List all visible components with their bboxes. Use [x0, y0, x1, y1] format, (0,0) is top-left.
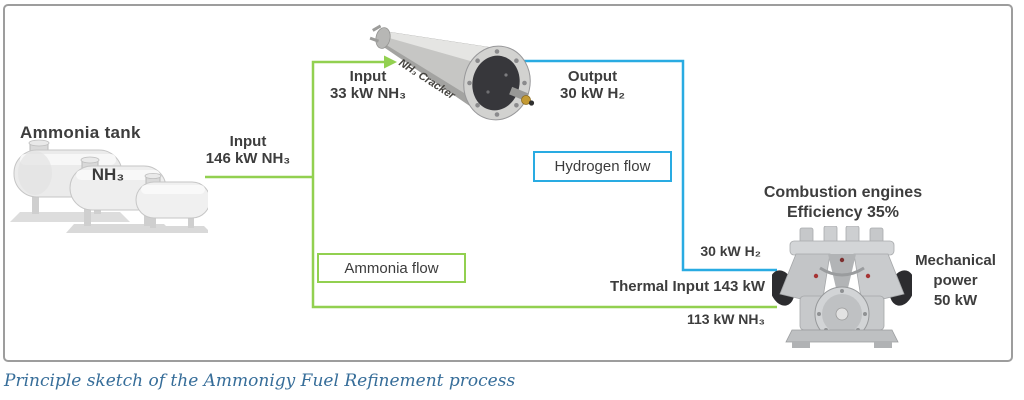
cracker-input-label-line1: Input — [349, 68, 387, 85]
ammonia-arrowhead-icon — [384, 55, 397, 69]
cracker-input-label: Input 33 kW NH₃ — [314, 68, 422, 102]
cracker-output-label: Output 30 kW H₂ — [540, 68, 645, 102]
hydrogen-flow-legend: Hydrogen flow — [533, 151, 672, 182]
engine-title: Combustion engines Efficiency 35% — [743, 183, 943, 223]
nh3-to-engine-label: 113 kW NH₃ — [686, 311, 765, 327]
tank-output-label-line1: Input — [229, 133, 267, 150]
mechanical-power-line3: 50 kW — [933, 292, 978, 309]
mechanical-power-line2: power — [933, 272, 978, 289]
cracker-output-label-line1: Output — [567, 68, 618, 85]
cracker-output-label-line2: 30 kW H₂ — [559, 85, 626, 102]
ammonia-tank-title: Ammonia tank — [20, 123, 141, 142]
combustion-engine-image — [772, 226, 912, 348]
tank-output-label-line2: 146 kW NH₃ — [205, 150, 291, 167]
ammonia-line-junction-to-cracker — [311, 60, 384, 177]
ammonia-flow-legend: Ammonia flow — [317, 253, 466, 283]
thermal-input-label: Thermal Input 143 kW — [609, 278, 765, 295]
figure-caption: Principle sketch of the Ammonigy Fuel Re… — [4, 371, 516, 391]
h2-to-engine-label: 30 kW H₂ — [700, 243, 761, 259]
mechanical-power-line1: Mechanical — [915, 252, 996, 269]
ammonia-line-junction-to-engine — [311, 177, 777, 309]
ammonia-tank-image — [10, 139, 208, 233]
nh3-cracker-image — [369, 24, 535, 121]
hydrogen-line-cracker-to-engine — [524, 59, 777, 272]
mechanical-power-label: Mechanical power 50 kW — [903, 251, 1008, 311]
engine-efficiency: Efficiency 35% — [786, 204, 900, 221]
tank-nh3-label: NH₃ — [91, 165, 125, 184]
tank-output-label: Input 146 kW NH₃ — [192, 133, 304, 167]
engine-title-line1: Combustion engines — [763, 184, 923, 201]
cracker-input-label-line2: 33 kW NH₃ — [329, 85, 407, 102]
